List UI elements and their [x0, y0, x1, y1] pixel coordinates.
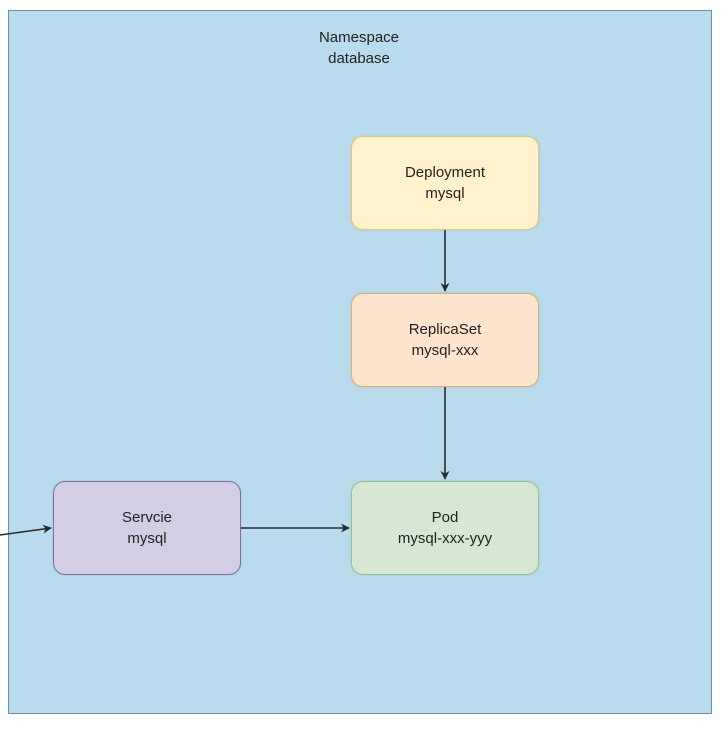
- service-node-kind: Servcie: [121, 509, 173, 526]
- namespace-label-line1: Namespace: [318, 29, 400, 46]
- pod-node-kind: Pod: [431, 509, 459, 526]
- service-node-name: mysql: [127, 530, 167, 547]
- replicaset-node[interactable]: ReplicaSet mysql-xxx: [351, 293, 539, 387]
- deployment-node-name: mysql: [425, 185, 465, 202]
- service-node[interactable]: Servcie mysql: [53, 481, 241, 575]
- deployment-node-kind: Deployment: [404, 164, 486, 181]
- namespace-label-line2: database: [328, 50, 390, 67]
- replicaset-node-kind: ReplicaSet: [408, 321, 482, 338]
- replicaset-node-name: mysql-xxx: [411, 342, 479, 359]
- deployment-node[interactable]: Deployment mysql: [351, 136, 539, 230]
- pod-node-name: mysql-xxx-yyy: [397, 530, 493, 547]
- namespace-label: Namespace database: [259, 27, 459, 69]
- pod-node[interactable]: Pod mysql-xxx-yyy: [351, 481, 539, 575]
